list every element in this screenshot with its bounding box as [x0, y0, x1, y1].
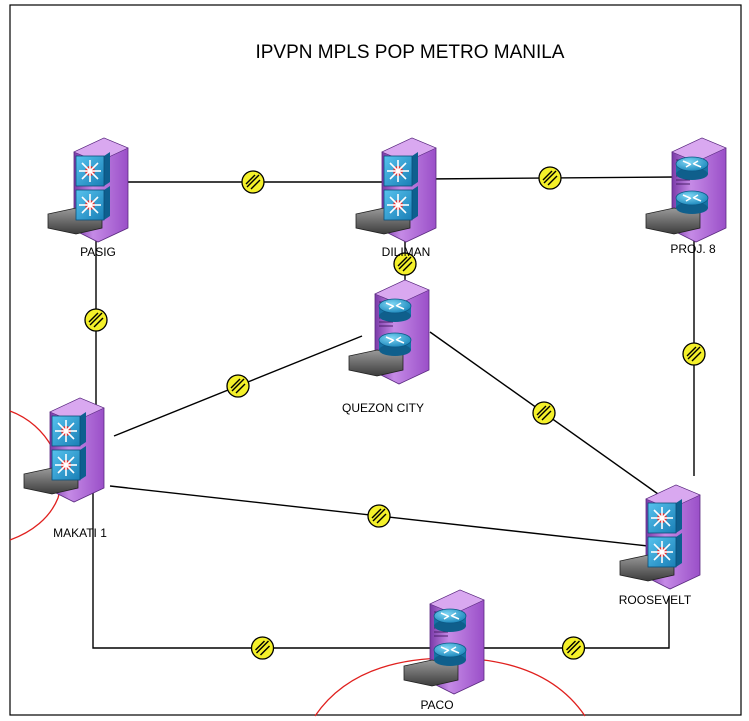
link-paco-roosevelt — [478, 596, 670, 660]
label-pasig: PASIG — [80, 245, 116, 259]
router-icon — [378, 332, 412, 356]
link-quezon-roosevelt — [429, 331, 659, 495]
link-marker-icon — [561, 636, 586, 660]
links-layer — [84, 166, 706, 660]
router-icon — [675, 156, 709, 180]
label-makati: MAKATI 1 — [53, 526, 107, 540]
nodes-layer — [23, 137, 727, 695]
link-marker-icon — [367, 504, 391, 528]
link-marker-icon — [538, 166, 562, 190]
link-pasig-diliman — [118, 170, 388, 194]
link-marker-icon — [393, 252, 417, 276]
layer3-switch-icon — [647, 499, 682, 534]
chassis-base-icon — [348, 349, 404, 377]
router-icon — [675, 190, 709, 214]
node-paco[interactable] — [403, 589, 485, 695]
link-marker-icon — [241, 170, 265, 194]
link-marker-icon — [682, 342, 706, 366]
layer3-switch-icon — [383, 186, 418, 221]
link-marker-icon — [532, 401, 556, 425]
label-proj8: PROJ. 8 — [670, 242, 716, 256]
node-roosevelt[interactable] — [619, 484, 701, 590]
link-makati-quezon — [113, 335, 363, 437]
node-proj8[interactable] — [645, 137, 727, 243]
layer3-switch-icon — [51, 446, 86, 481]
link-line — [478, 596, 670, 649]
link-proj8-roosevelt — [682, 232, 706, 476]
layer3-switch-icon — [51, 412, 86, 447]
link-diliman-proj8 — [423, 166, 677, 190]
link-marker-icon — [226, 374, 250, 398]
link-marker-icon — [250, 636, 275, 660]
layer3-switch-icon — [75, 152, 110, 187]
chassis-base-icon — [403, 659, 459, 687]
layer3-switch-icon — [75, 186, 110, 221]
link-pasig-makati — [84, 232, 108, 408]
label-roosevelt: ROOSEVELT — [619, 593, 692, 607]
label-paco: PACO — [420, 698, 453, 712]
router-icon — [433, 642, 467, 666]
chassis-base-icon — [645, 207, 701, 235]
node-quezon[interactable] — [348, 279, 430, 385]
node-pasig[interactable] — [47, 137, 129, 243]
layer3-switch-icon — [383, 152, 418, 187]
label-quezon: QUEZON CITY — [342, 401, 424, 415]
diagram-title: IPVPN MPLS POP METRO MANILA — [255, 42, 564, 63]
link-line — [92, 486, 432, 649]
router-icon — [433, 608, 467, 632]
link-marker-icon — [84, 308, 108, 332]
router-icon — [378, 298, 412, 322]
link-makati-roosevelt — [109, 485, 649, 547]
link-diliman-quezon — [393, 232, 417, 296]
link-makati-paco — [92, 486, 432, 660]
label-diliman: DILIMAN — [382, 245, 431, 259]
diagram-frame — [9, 4, 742, 716]
makati-area-outline — [9, 410, 62, 541]
node-makati[interactable] — [23, 397, 105, 503]
node-diliman[interactable] — [355, 137, 437, 243]
layer3-switch-icon — [647, 533, 682, 568]
